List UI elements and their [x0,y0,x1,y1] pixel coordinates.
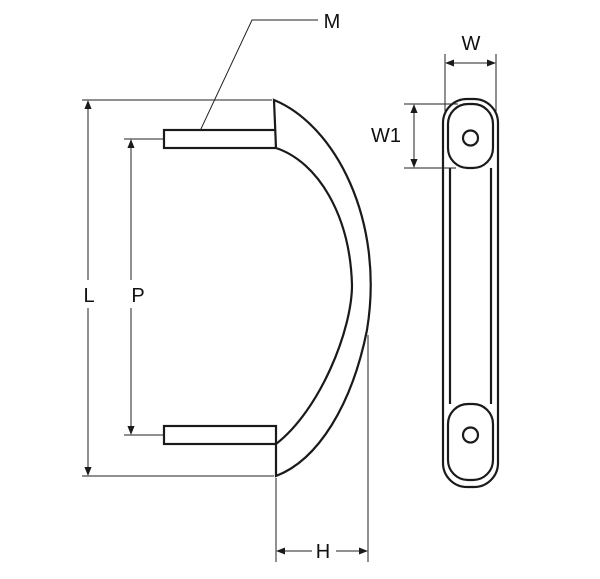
dimension-label-p: P [131,285,144,307]
top-mounting-stud [162,128,278,150]
lower-recess [446,402,495,482]
top-mounting-hole [461,129,480,147]
curved-handle-body [272,98,372,478]
handle-side-view: L P H M [78,11,372,564]
dimension-label-l: L [83,285,94,307]
bottom-mounting-hole [461,426,480,444]
leader-line-m [199,19,318,132]
dimension-label-w: W [462,33,481,55]
dimension-label-m: M [324,11,341,33]
handle-end-view: W W1 [371,33,500,489]
flat-bar-outline [441,97,500,489]
dimension-label-w1: W1 [371,125,401,147]
upper-recess [446,102,495,170]
bottom-mounting-stud [162,424,278,446]
dimension-label-h: H [316,541,330,563]
